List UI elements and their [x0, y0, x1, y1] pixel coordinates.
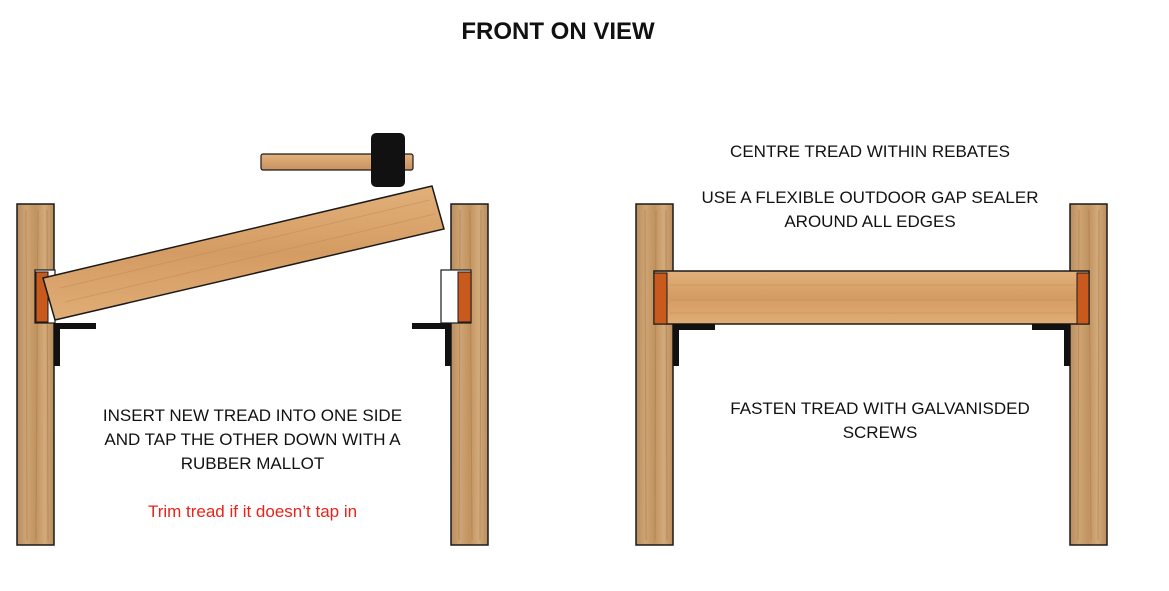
- left-instruction-line-1: INSERT NEW TREAD INTO ONE SIDE: [102, 406, 403, 425]
- fasten-note: FASTEN TREAD WITH GALVANISDED SCREWS: [690, 397, 1070, 445]
- sealer-strip-c: [653, 272, 668, 325]
- left-assembly: [16, 133, 489, 546]
- gap-sealer-note: USE A FLEXIBLE OUTDOOR GAP SEALER AROUND…: [670, 186, 1070, 234]
- gap-sealer-line-2: AROUND ALL EDGES: [784, 212, 956, 231]
- gap-sealer-line-1: USE A FLEXIBLE OUTDOOR GAP SEALER: [701, 188, 1039, 207]
- angle-bracket-c: [673, 324, 715, 366]
- diagram-title: FRONT ON VIEW: [461, 18, 655, 45]
- angle-bracket-a: [54, 323, 96, 366]
- fasten-line-1: FASTEN TREAD WITH GALVANISDED: [730, 399, 1030, 418]
- left-stringer-b: [635, 203, 674, 546]
- left-instruction-line-3: RUBBER MALLOT: [180, 454, 325, 473]
- left-instruction-line-2: AND TAP THE OTHER DOWN WITH A: [104, 430, 401, 449]
- left-instruction: INSERT NEW TREAD INTO ONE SIDE AND TAP T…: [80, 404, 425, 476]
- right-stringer-a: [450, 203, 489, 546]
- tilted-tread: [42, 185, 445, 321]
- level-tread: [653, 270, 1090, 325]
- left-stringer-a: [16, 203, 55, 546]
- fasten-line-2: SCREWS: [842, 423, 918, 442]
- right-assembly: [635, 203, 1108, 546]
- mallot-head: [371, 133, 405, 187]
- centre-tread-note: CENTRE TREAD WITHIN REBATES: [730, 142, 1010, 161]
- right-stringer-b: [1069, 203, 1108, 546]
- rubber-mallot: [260, 133, 414, 187]
- sealer-strip-d: [1076, 272, 1090, 325]
- angle-bracket-d: [1032, 324, 1070, 366]
- angle-bracket-b: [412, 323, 451, 366]
- trim-warning: Trim tread if it doesn’t tap in: [147, 502, 358, 521]
- sealer-strip-b: [457, 271, 472, 323]
